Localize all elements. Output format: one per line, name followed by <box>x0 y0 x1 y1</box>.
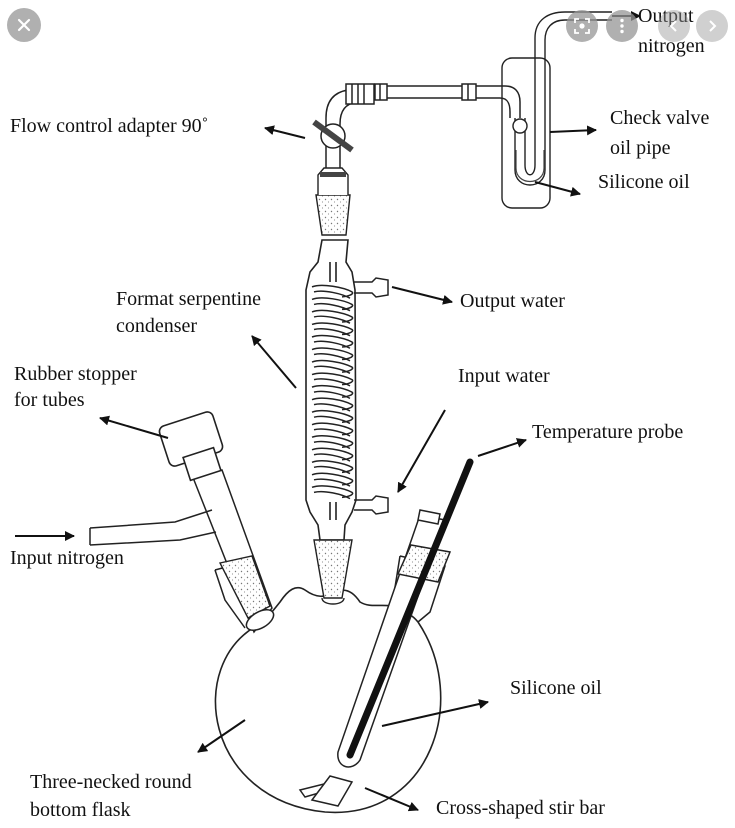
label-silicone-oil-top: Silicone oil <box>598 171 690 193</box>
check-valve-oil-pipe <box>501 11 612 209</box>
label-stir-bar: Cross-shaped stir bar <box>436 797 605 819</box>
coil-turn-inner <box>313 315 351 324</box>
arrow-silicone-oil-top <box>534 181 581 197</box>
ground-joint-left <box>218 555 275 631</box>
label-format-condenser-line1: Format serpentine <box>116 288 261 310</box>
label-format-condenser-line2: condenser <box>116 315 198 337</box>
coil-turn-inner <box>313 465 351 475</box>
ground-joint-condenser-top <box>315 167 351 236</box>
label-flow-control-adapter: Flow control adapter 90˚ <box>10 115 209 137</box>
label-check-valve-line2: oil pipe <box>610 137 671 159</box>
arrow-silicone-oil-bottom <box>381 699 489 727</box>
more-options-icon <box>620 18 624 34</box>
nitrogen-tubing <box>374 83 521 118</box>
label-silicone-oil-bottom: Silicone oil <box>510 677 602 699</box>
chevron-right-icon <box>709 20 717 32</box>
coil-turn-inner <box>313 353 351 362</box>
label-output-nitrogen-line1: Output <box>638 5 694 27</box>
arrow-format-condenser <box>251 335 297 389</box>
condenser-coil <box>311 284 354 500</box>
visual-search-icon <box>574 18 590 34</box>
coil-turn-inner <box>313 365 351 374</box>
annotation-arrows <box>15 11 641 812</box>
temperature-probe-tube <box>337 509 452 768</box>
coil-turn-inner <box>313 490 351 500</box>
label-flask-line1: Three-necked round <box>30 771 192 793</box>
next-image-button[interactable] <box>696 10 728 42</box>
coil-turn-inner <box>313 403 351 412</box>
ground-joint-condenser-bottom <box>313 539 353 605</box>
chevron-left-icon <box>669 20 677 32</box>
label-temperature-probe: Temperature probe <box>532 421 684 443</box>
label-check-valve-line1: Check valve <box>610 107 710 129</box>
arrow-flow-control <box>264 125 306 139</box>
more-options-button[interactable] <box>606 10 638 42</box>
previous-image-button[interactable] <box>658 10 690 42</box>
condenser-water-ports <box>354 277 389 515</box>
label-input-nitrogen: Input nitrogen <box>10 547 124 569</box>
arrow-temperature-probe <box>477 438 527 457</box>
arrow-check-valve <box>549 125 597 136</box>
coil-turn-inner <box>313 428 351 437</box>
rubber-stopper <box>158 411 224 482</box>
label-rubber-stopper-line2: for tubes <box>14 389 85 411</box>
label-rubber-stopper-line1: Rubber stopper <box>14 363 137 385</box>
visual-search-button[interactable] <box>566 10 598 42</box>
temperature-probe-rod <box>346 458 474 759</box>
label-input-water: Input water <box>458 365 550 387</box>
coil-turn-inner <box>313 415 351 425</box>
coil-turn-inner <box>313 440 351 450</box>
close-icon <box>17 18 31 32</box>
arrow-flask <box>197 719 246 753</box>
arrow-stir-bar <box>364 787 419 812</box>
label-output-nitrogen-line2: nitrogen <box>638 35 705 57</box>
arrow-output-water <box>391 286 453 305</box>
coil-turn-inner <box>313 302 351 312</box>
flow-control-adapter <box>312 83 375 168</box>
coil-turn-inner <box>313 378 351 387</box>
arrow-rubber-stopper <box>99 415 169 439</box>
arrow-input-water <box>397 409 446 493</box>
coil-turn-inner <box>313 453 351 462</box>
label-output-water: Output water <box>460 290 565 312</box>
coil-turn-inner <box>313 340 351 349</box>
label-flask-line2: bottom flask <box>30 799 131 821</box>
coil-turn-inner <box>313 290 351 299</box>
coil-turn-inner <box>313 328 351 337</box>
coil-turn-inner <box>313 478 351 487</box>
cross-shaped-stir-bar <box>298 775 354 807</box>
coil-turn-inner <box>313 390 351 400</box>
close-button[interactable] <box>7 8 41 42</box>
